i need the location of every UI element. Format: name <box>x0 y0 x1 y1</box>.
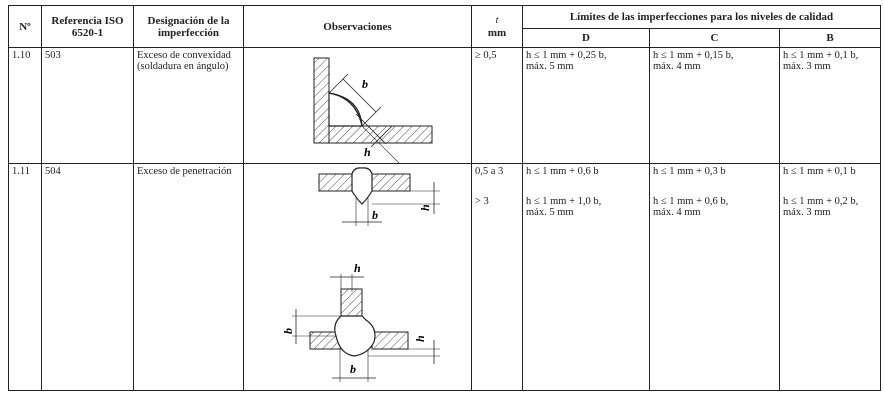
header-designation: Designación de la imperfección <box>133 5 244 48</box>
row-reference: 503 <box>41 47 134 164</box>
header-num: Nº <box>8 5 42 48</box>
label-h: h <box>364 145 371 159</box>
row-designation: Exceso de penetración <box>133 163 244 391</box>
row-limit-c: h ≤ 1 mm + 0,3 b h ≤ 1 mm + 0,6 b, máx. … <box>649 163 780 391</box>
row-t: 0,5 a 3 > 3 <box>471 163 523 391</box>
row-num: 1.11 <box>8 163 42 391</box>
label-h-right: h <box>413 335 427 342</box>
header-t-symbol: t <box>495 14 499 26</box>
header-level-c: C <box>649 28 780 48</box>
label-h-upper: h <box>354 261 361 275</box>
label-h-top: h <box>418 204 432 211</box>
row-t: ≥ 0,5 <box>471 47 523 164</box>
excess-penetration-diagram: h b h b <box>243 163 472 391</box>
label-b-top: b <box>372 208 378 222</box>
row-limit-d: h ≤ 1 mm + 0,6 b h ≤ 1 mm + 1,0 b, máx. … <box>522 163 650 391</box>
header-level-b: B <box>779 28 881 48</box>
header-level-d: D <box>522 28 650 48</box>
row-limit-c: h ≤ 1 mm + 0,15 b, máx. 4 mm <box>649 47 780 164</box>
fillet-convexity-diagram: b h <box>243 47 472 164</box>
row-num: 1.10 <box>8 47 42 164</box>
row-limit-d: h ≤ 1 mm + 0,25 b, máx. 5 mm <box>522 47 650 164</box>
header-t: t mm <box>471 5 523 48</box>
row-limit-b: h ≤ 1 mm + 0,1 b, máx. 3 mm <box>779 47 881 164</box>
table-row: 1.10 503 Exceso de convexidad (soldadura… <box>8 47 881 164</box>
label-b: b <box>362 77 368 91</box>
header-reference: Referencia ISO 6520-1 <box>41 5 134 48</box>
row-reference: 504 <box>41 163 134 391</box>
header-limits: Límites de las imperfecciones para los n… <box>522 5 881 29</box>
weld-imperfections-table: Nº Referencia ISO 6520-1 Designación de … <box>8 5 881 391</box>
label-b-bottom: b <box>350 362 356 376</box>
label-b-left: b <box>281 328 295 334</box>
table-row: 1.11 504 Exceso de penetración h <box>8 163 881 391</box>
header-observations: Observaciones <box>243 5 472 48</box>
row-limit-b: h ≤ 1 mm + 0,1 b h ≤ 1 mm + 0,2 b, máx. … <box>779 163 881 391</box>
row-designation: Exceso de convexidad (soldadura en ángul… <box>133 47 244 164</box>
header-t-unit: mm <box>487 26 507 39</box>
